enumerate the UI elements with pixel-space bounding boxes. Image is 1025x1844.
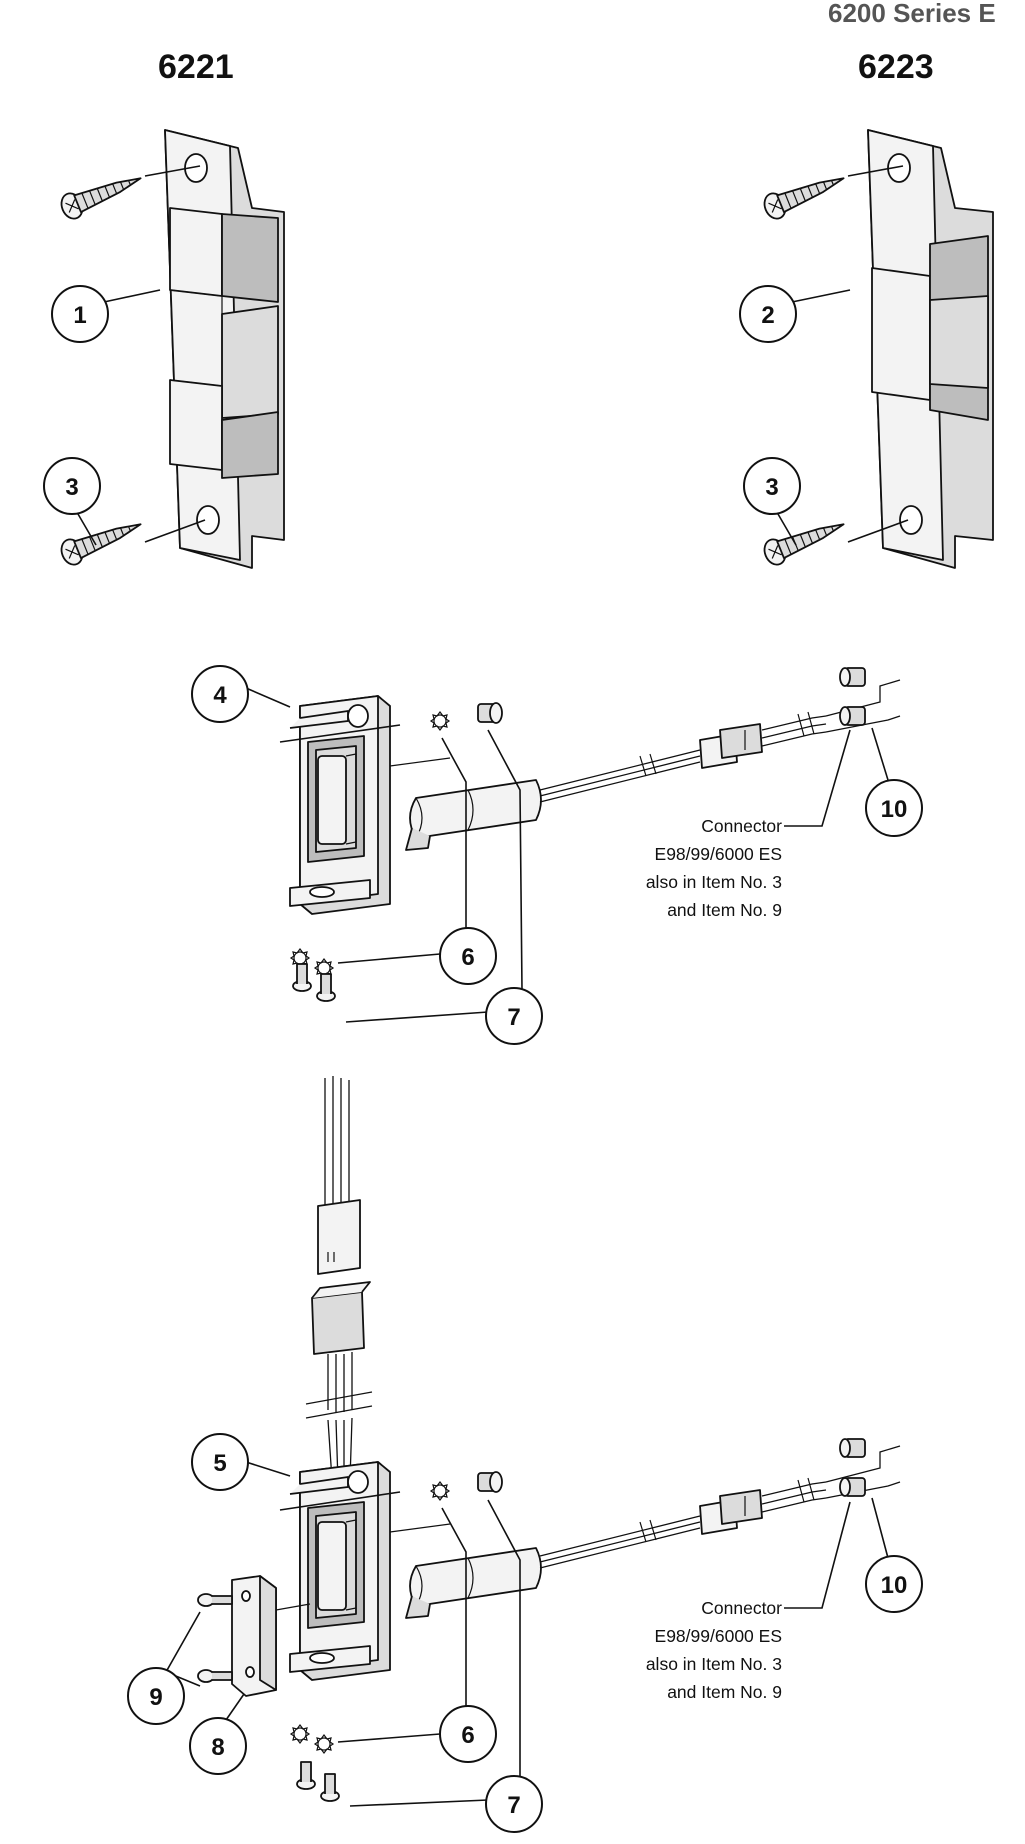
svg-text:E98/99/6000 ES: E98/99/6000 ES bbox=[655, 844, 782, 864]
svg-text:2: 2 bbox=[761, 302, 774, 329]
svg-text:7: 7 bbox=[507, 1792, 520, 1819]
electric-strike-body-5 bbox=[289, 1445, 901, 1681]
screw-7-bottom-bottom bbox=[296, 1761, 340, 1802]
connector-note-bottom: Connector E98/99/6000 ES also in Item No… bbox=[646, 1598, 782, 1702]
screw-6223-bottom bbox=[759, 511, 850, 569]
screw-6221-top bbox=[56, 165, 147, 223]
callout-3-right: 3 bbox=[743, 457, 801, 546]
callout-9: 9 bbox=[127, 1611, 201, 1725]
callout-5: 5 bbox=[191, 1433, 291, 1491]
connector-leader-bottom bbox=[784, 1501, 851, 1609]
svg-text:6: 6 bbox=[461, 1722, 474, 1749]
svg-text:10: 10 bbox=[881, 796, 908, 823]
svg-text:9: 9 bbox=[149, 1684, 162, 1711]
plug-connector-top bbox=[305, 1076, 373, 1483]
svg-text:and Item No. 9: and Item No. 9 bbox=[667, 900, 782, 920]
screw-7-bottom-mid bbox=[292, 963, 336, 1002]
model-6223-title: 6223 bbox=[858, 48, 934, 86]
svg-text:Connector: Connector bbox=[701, 816, 782, 836]
callout-8: 8 bbox=[189, 1693, 247, 1775]
svg-text:and Item No. 9: and Item No. 9 bbox=[667, 1682, 782, 1702]
svg-text:3: 3 bbox=[765, 474, 778, 501]
callout-2: 2 bbox=[739, 285, 851, 343]
washer-6-bottom-bottom bbox=[290, 1724, 334, 1754]
callout-1: 1 bbox=[51, 285, 161, 343]
connector-caps-bottom bbox=[839, 1438, 866, 1497]
callout-6-mid: 6 bbox=[337, 737, 497, 985]
screw-6223-top bbox=[759, 165, 850, 223]
connector-note-mid: Connector E98/99/6000 ES also in Item No… bbox=[646, 816, 782, 920]
callout-10-bottom: 10 bbox=[865, 1497, 923, 1613]
model-6221-title: 6221 bbox=[158, 48, 234, 86]
svg-text:6: 6 bbox=[461, 944, 474, 971]
electric-strike-body-4 bbox=[289, 679, 901, 915]
faceplate-6221 bbox=[164, 129, 285, 569]
callout-7-mid: 7 bbox=[345, 729, 543, 1045]
svg-text:1: 1 bbox=[73, 302, 86, 329]
callout-7-bottom: 7 bbox=[349, 1499, 543, 1833]
screw-7-top-mid bbox=[477, 702, 503, 724]
washer-6-top-bottom bbox=[430, 1481, 450, 1501]
svg-text:Connector: Connector bbox=[701, 1598, 782, 1618]
svg-text:3: 3 bbox=[65, 474, 78, 501]
page-header-text: 6200 Series E bbox=[828, 0, 996, 28]
washer-6-top-mid bbox=[430, 711, 450, 731]
lip-extension-8 bbox=[231, 1575, 311, 1697]
svg-text:7: 7 bbox=[507, 1004, 520, 1031]
screw-9-lower bbox=[197, 1669, 233, 1683]
connector-caps-mid bbox=[839, 667, 866, 726]
screw-7-top-bottom bbox=[477, 1471, 503, 1493]
svg-text:8: 8 bbox=[211, 1734, 224, 1761]
screw-9-upper bbox=[197, 1593, 233, 1607]
svg-text:E98/99/6000 ES: E98/99/6000 ES bbox=[655, 1626, 782, 1646]
connector-leader-mid bbox=[784, 729, 851, 827]
svg-text:10: 10 bbox=[881, 1572, 908, 1599]
callout-6-bottom: 6 bbox=[337, 1507, 497, 1763]
faceplate-6223 bbox=[867, 129, 994, 569]
callout-10-mid: 10 bbox=[865, 727, 923, 837]
svg-text:also in Item No. 3: also in Item No. 3 bbox=[646, 872, 782, 892]
svg-text:4: 4 bbox=[213, 682, 227, 709]
screw-6221-bottom bbox=[56, 511, 147, 569]
callout-4: 4 bbox=[191, 665, 291, 723]
svg-text:5: 5 bbox=[213, 1450, 226, 1477]
callout-3-left: 3 bbox=[43, 457, 101, 546]
svg-text:also in Item No. 3: also in Item No. 3 bbox=[646, 1654, 782, 1674]
